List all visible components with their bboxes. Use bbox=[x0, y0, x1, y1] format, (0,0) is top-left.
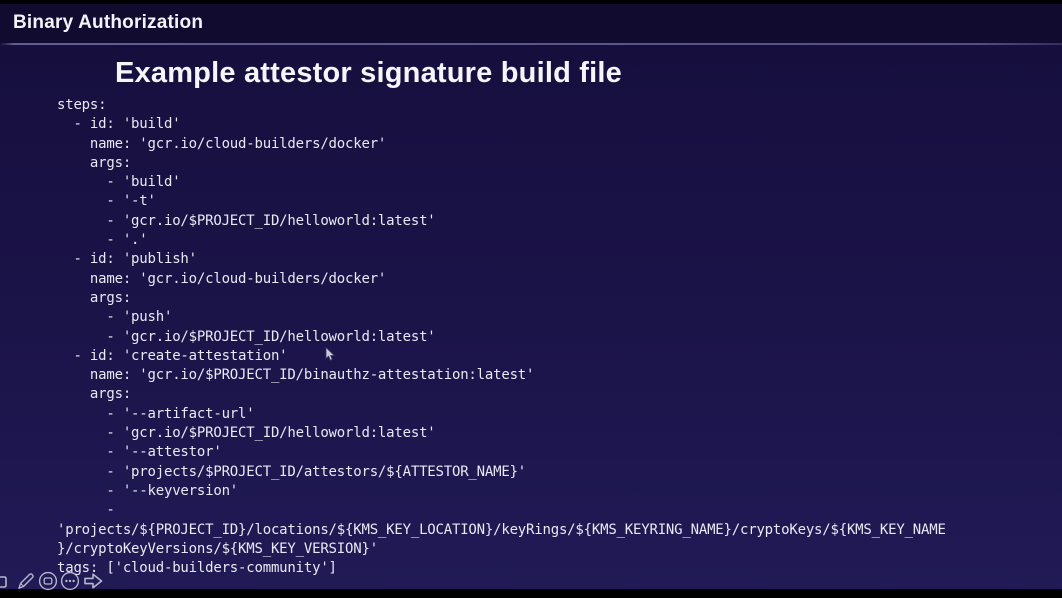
slide-title: Example attestor signature build file bbox=[115, 57, 622, 89]
pen-tool-icon[interactable] bbox=[16, 571, 36, 591]
letterbox-top bbox=[0, 0, 1062, 4]
slide-body: Example attestor signature build file st… bbox=[0, 45, 1062, 589]
presenter-toolbar bbox=[0, 571, 103, 591]
code-block: steps: - id: 'build' name: 'gcr.io/cloud… bbox=[57, 97, 946, 577]
slide-header: Binary Authorization bbox=[0, 4, 1062, 43]
header-divider bbox=[0, 43, 1062, 45]
more-tool-icon[interactable] bbox=[60, 571, 80, 591]
deck-title: Binary Authorization bbox=[13, 12, 204, 33]
shape-tool-icon[interactable] bbox=[38, 571, 58, 591]
letterbox-bottom bbox=[0, 589, 1062, 598]
partial-square-tool-icon[interactable] bbox=[0, 571, 14, 591]
next-arrow-tool-icon[interactable] bbox=[82, 571, 103, 591]
